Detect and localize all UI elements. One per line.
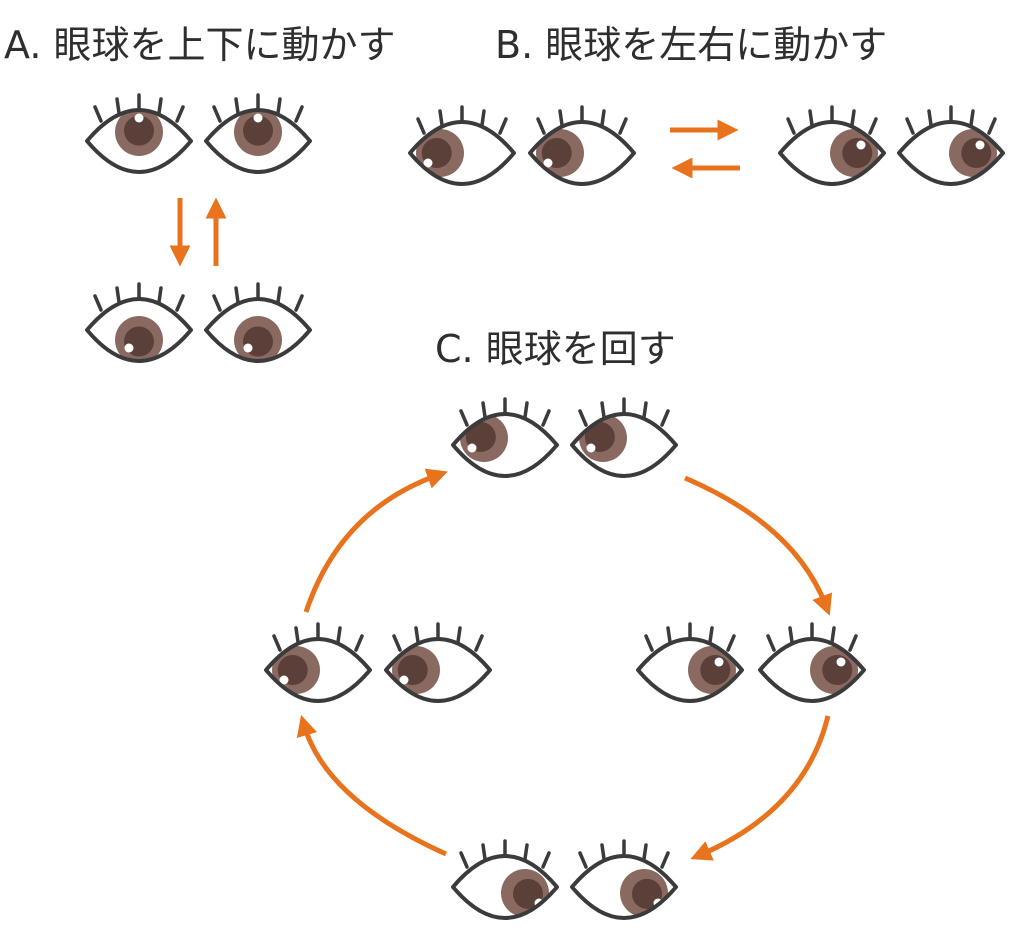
eyelashes	[459, 397, 551, 427]
highlight	[124, 343, 134, 353]
left-eye	[85, 93, 193, 174]
right-eye	[570, 839, 678, 920]
left-eye	[451, 839, 559, 920]
eye-outline	[204, 108, 312, 174]
eye-pair-a-down	[85, 282, 312, 363]
right-eye	[758, 622, 866, 703]
right-eye	[384, 622, 492, 703]
eyelashes	[536, 105, 628, 135]
eyelashes	[212, 93, 304, 123]
pupil	[124, 115, 154, 146]
section-c-title: C. 眼球を回す	[435, 327, 676, 371]
eyelashes	[905, 105, 997, 135]
arrow-top-to-right	[684, 475, 833, 616]
left-eye	[264, 622, 372, 703]
eye-outline	[758, 637, 866, 703]
highlight	[467, 443, 477, 453]
arrow-left-to-top	[303, 468, 448, 613]
eyelashes	[392, 622, 484, 652]
eye-outline	[570, 854, 678, 920]
highlight	[836, 657, 846, 667]
eyelashes	[93, 282, 185, 312]
left-eye	[408, 105, 516, 186]
eye-outline	[204, 297, 312, 363]
eyes-layer	[85, 93, 1005, 920]
section-b-title: B. 眼球を左右に動かす	[495, 23, 888, 67]
eye-outline	[778, 120, 886, 186]
eye-outline	[451, 412, 559, 478]
eyelashes	[766, 622, 858, 652]
highlight	[399, 675, 409, 685]
highlight	[134, 113, 144, 123]
highlight	[975, 140, 985, 150]
eyelashes	[578, 839, 670, 869]
eye-outline	[408, 120, 516, 186]
highlight	[253, 113, 263, 123]
highlight	[243, 343, 253, 353]
eyelashes	[416, 105, 508, 135]
highlight	[856, 140, 866, 150]
right-eye	[204, 93, 312, 174]
left-eye	[636, 622, 744, 703]
right-eye	[897, 105, 1005, 186]
eyelashes	[644, 622, 736, 652]
highlight	[543, 158, 553, 168]
pupil	[243, 115, 273, 146]
eyelashes	[272, 622, 364, 652]
section-a-title: A. 眼球を上下に動かす	[4, 23, 396, 67]
eye-pair-c-down-right	[451, 839, 678, 920]
eye-outline	[897, 120, 1005, 186]
right-eye	[204, 282, 312, 363]
eye-pair-c-right	[636, 622, 866, 703]
eye-outline	[264, 637, 372, 703]
left-eye	[451, 397, 559, 478]
eye-outline	[384, 637, 492, 703]
eye-pair-b-right	[778, 105, 1005, 186]
eye-pair-c-up-left	[451, 397, 678, 478]
left-eye	[778, 105, 886, 186]
eye-outline	[451, 854, 559, 920]
eyelashes	[578, 397, 670, 427]
right-eye	[570, 397, 678, 478]
arrow-right-to-bottom	[690, 715, 831, 861]
highlight	[586, 443, 596, 453]
eye-outline	[528, 120, 636, 186]
highlight	[423, 158, 433, 168]
eye-outline	[570, 412, 678, 478]
eye-outline	[636, 637, 744, 703]
eye-pair-a-up	[85, 93, 312, 174]
highlight	[714, 657, 724, 667]
eye-pair-c-left	[264, 622, 492, 703]
eyelashes	[212, 282, 304, 312]
eye-pair-b-left	[408, 105, 636, 186]
eyelashes	[93, 93, 185, 123]
highlight	[279, 675, 289, 685]
arrow-bottom-to-left	[296, 714, 448, 857]
eyelashes	[786, 105, 878, 135]
eyelashes	[459, 839, 551, 869]
right-eye	[528, 105, 636, 186]
eye-outline	[85, 108, 193, 174]
eye-outline	[85, 297, 193, 363]
arrows-layer	[169, 119, 833, 861]
left-eye	[85, 282, 193, 363]
